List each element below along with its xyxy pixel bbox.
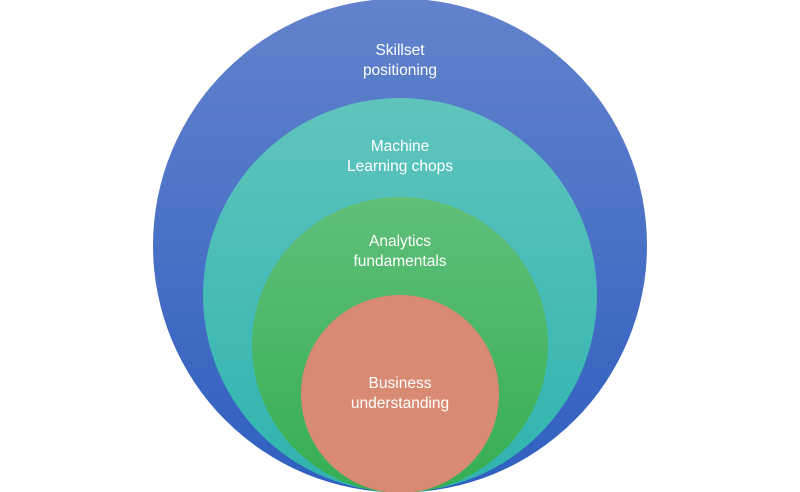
label-line: Machine xyxy=(370,138,430,155)
label-business-understanding: Business understanding xyxy=(280,374,520,414)
label-line: fundamentals xyxy=(353,253,447,270)
label-machine-learning: Machine Learning chops xyxy=(280,137,520,177)
label-line: positioning xyxy=(362,62,438,79)
label-line: understanding xyxy=(350,395,450,412)
label-line: Analytics xyxy=(368,233,432,250)
label-line: Skillset xyxy=(375,42,425,59)
label-line: Learning chops xyxy=(347,158,453,175)
label-analytics-fundamentals: Analytics fundamentals xyxy=(280,232,520,272)
label-line: Business xyxy=(368,375,432,392)
label-skillset-positioning: Skillset positioning xyxy=(280,41,520,81)
circle-business-understanding xyxy=(301,295,499,492)
